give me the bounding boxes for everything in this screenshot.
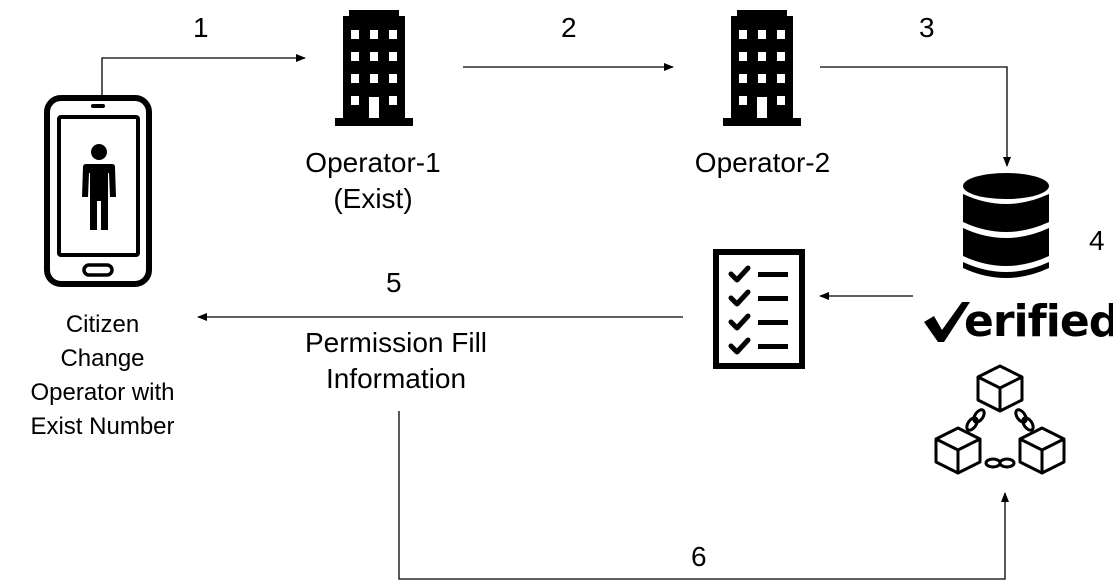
checkmark-icon (924, 302, 970, 342)
checklist-icon (713, 249, 805, 369)
smartphone-person-icon (44, 95, 152, 287)
step-number-1: 1 (193, 12, 209, 43)
step-number-5: 5 (386, 267, 402, 298)
step-number-4: 4 (1089, 225, 1105, 256)
operator1-label: Operator-1 (Exist) (258, 145, 488, 217)
citizen-label-line-1: Citizen (65, 311, 140, 338)
office-building-icon (723, 10, 801, 126)
step-number-6: 6 (691, 541, 707, 572)
permission-label-line-2: Information (325, 363, 467, 394)
citizen-label-line-3: Operator with (30, 379, 175, 406)
citizen-label-line-2: Change (60, 345, 145, 372)
citizen-label-line-4: Exist Number (30, 413, 175, 440)
arrow-step-6 (398, 411, 1009, 580)
permission-label: Permission Fill Information (260, 325, 532, 397)
arrow-step-3 (820, 66, 1011, 167)
arrow-step-1 (101, 54, 306, 95)
citizen-label: Citizen Change Operator with Exist Numbe… (20, 308, 185, 444)
verified-text: erified (964, 296, 1113, 347)
step-number-3: 3 (919, 12, 935, 43)
operator2-label: Operator-2 (694, 147, 831, 178)
step-number-2: 2 (561, 12, 577, 43)
database-icon (963, 173, 1049, 278)
permission-label-line-1: Permission Fill (304, 327, 488, 358)
operator1-label-line-1: Operator-1 (305, 147, 441, 178)
blockchain-icon (934, 364, 1066, 475)
operator1-label-line-2: (Exist) (333, 183, 413, 214)
office-building-icon (335, 10, 413, 126)
verified-badge: erified (922, 296, 1113, 348)
